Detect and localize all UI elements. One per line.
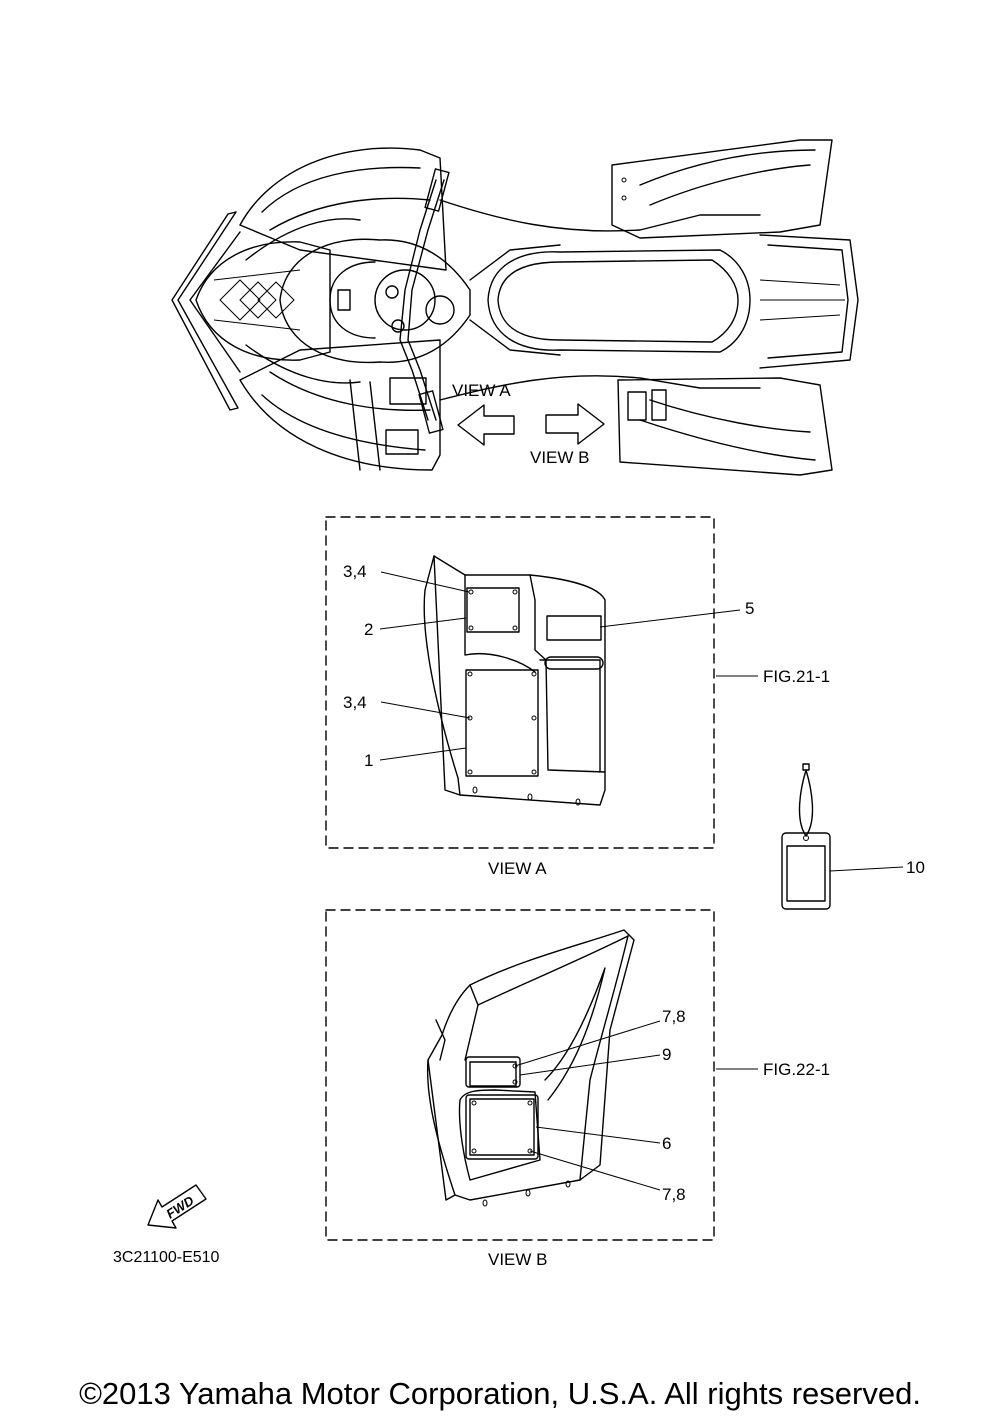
view-b-arrow — [545, 403, 605, 445]
callout-a-2: 2 — [364, 620, 373, 639]
view-b-panel — [325, 909, 715, 1241]
view-a-arrow-label: VIEW A — [452, 381, 511, 400]
view-b-caption: VIEW B — [488, 1250, 548, 1269]
decal-2 — [466, 587, 520, 633]
callout-a-3-4-top: 3,4 — [343, 562, 367, 581]
view-a-panel — [325, 516, 741, 849]
callout-a-3-4-bottom: 3,4 — [343, 693, 367, 712]
atv-top-view — [171, 139, 859, 476]
copyright-notice: ©2013 Yamaha Motor Corporation, U.S.A. A… — [79, 1376, 921, 1411]
hang-tag — [781, 763, 904, 910]
view-a-caption: VIEW A — [488, 859, 547, 878]
decal-6 — [465, 1094, 539, 1160]
callout-b-7-8-top: 7,8 — [662, 1007, 686, 1026]
fwd-arrow-icon: FWD — [147, 1184, 207, 1229]
part-code: 3C21100-E510 — [113, 1249, 220, 1266]
callout-b-9: 9 — [662, 1045, 671, 1064]
fwd-label: FWD — [163, 1192, 197, 1221]
fig-ref-a: FIG.21-1 — [763, 667, 830, 686]
callout-tag-10: 10 — [906, 858, 925, 877]
callout-a-5: 5 — [745, 599, 754, 618]
view-b-arrow-label: VIEW B — [530, 448, 590, 467]
callout-a-1: 1 — [364, 751, 373, 770]
callout-b-7-8-bottom: 7,8 — [662, 1185, 686, 1204]
decal-5 — [546, 615, 602, 641]
view-a-arrow — [457, 404, 515, 446]
decal-9 — [465, 1056, 521, 1088]
callout-b-6: 6 — [662, 1134, 671, 1153]
fig-ref-b: FIG.22-1 — [763, 1060, 830, 1079]
decal-1 — [465, 669, 539, 777]
